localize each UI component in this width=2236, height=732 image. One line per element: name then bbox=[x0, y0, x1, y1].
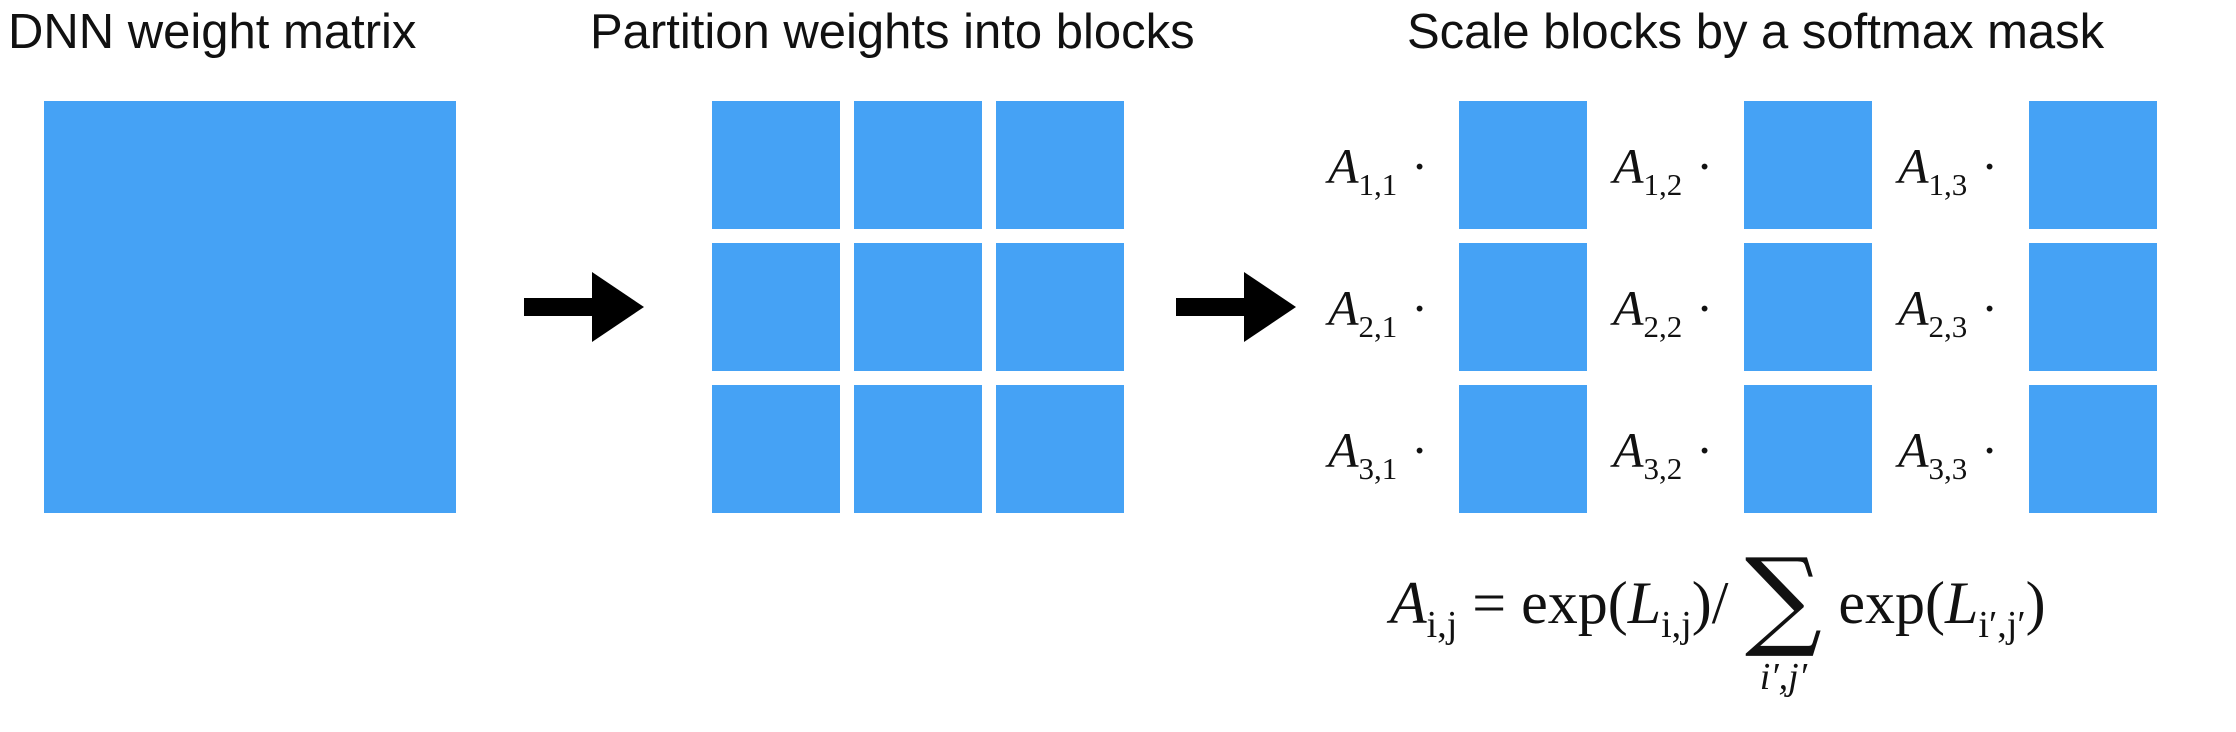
partition-block-3-3 bbox=[996, 385, 1124, 513]
summation-sign: ∑ bbox=[1744, 536, 1822, 661]
partition-block-1-3 bbox=[996, 101, 1124, 229]
coefficient-label: A1,2· bbox=[1613, 138, 1713, 202]
partition-block-3-1 bbox=[712, 385, 840, 513]
scaled-block-1-3 bbox=[2029, 101, 2157, 229]
formula-logit-symbol: L bbox=[1627, 570, 1662, 636]
coefficient-label: A2,3· bbox=[1898, 280, 1998, 344]
scaled-block-2-3 bbox=[2029, 243, 2157, 371]
coefficient-label: A2,2· bbox=[1613, 280, 1713, 344]
scaled-block-2-2 bbox=[1744, 243, 1872, 371]
scaled-block-2-1 bbox=[1459, 243, 1587, 371]
coefficient-label: A3,1· bbox=[1328, 422, 1428, 486]
formula-exp2-close: ) bbox=[2025, 570, 2046, 636]
softmax-formula: Ai,j = exp(Li,j)/exp(Li′,j′) ∑ i′,j′ bbox=[1390, 545, 2210, 713]
partition-block-1-1 bbox=[712, 101, 840, 229]
scaled-block-1-2 bbox=[1744, 101, 1872, 229]
formula-logit2-symbol: L bbox=[1945, 570, 1979, 636]
arrow-right-icon bbox=[1176, 272, 1296, 342]
formula-logit2-subscript: i′,j′ bbox=[1978, 604, 2026, 646]
partition-block-1-2 bbox=[854, 101, 982, 229]
partition-block-3-2 bbox=[854, 385, 982, 513]
formula-lhs-subscript: i,j bbox=[1426, 604, 1458, 646]
formula-exp-open: exp( bbox=[1521, 570, 1628, 636]
formula-exp2-open: exp( bbox=[1838, 570, 1946, 636]
step3-title: Scale blocks by a softmax mask bbox=[1407, 5, 2105, 59]
scaled-block-3-2 bbox=[1744, 385, 1872, 513]
step2-title: Partition weights into blocks bbox=[590, 5, 1195, 59]
arrow-right-icon bbox=[524, 272, 644, 342]
step1-title: DNN weight matrix bbox=[8, 5, 417, 59]
scaled-block-1-1 bbox=[1459, 101, 1587, 229]
coefficient-label: A1,3· bbox=[1898, 138, 1998, 202]
scaled-block-3-1 bbox=[1459, 385, 1587, 513]
partition-block-2-1 bbox=[712, 243, 840, 371]
coefficient-label: A3,2· bbox=[1613, 422, 1713, 486]
partition-block-2-3 bbox=[996, 243, 1124, 371]
coefficient-label: A1,1· bbox=[1328, 138, 1428, 202]
coefficient-label: A3,3· bbox=[1898, 422, 1998, 486]
formula-lhs-symbol: A bbox=[1390, 570, 1427, 636]
formula-exp-close-divide: )/ bbox=[1691, 570, 1729, 636]
partition-block-2-2 bbox=[854, 243, 982, 371]
formula-logit-subscript: i,j bbox=[1661, 604, 1692, 646]
formula-equals: = bbox=[1472, 570, 1507, 636]
summation-index: i′,j′ bbox=[1759, 656, 1808, 698]
coefficient-label: A2,1· bbox=[1328, 280, 1428, 344]
full-weight-matrix bbox=[44, 101, 456, 513]
scaled-block-3-3 bbox=[2029, 385, 2157, 513]
